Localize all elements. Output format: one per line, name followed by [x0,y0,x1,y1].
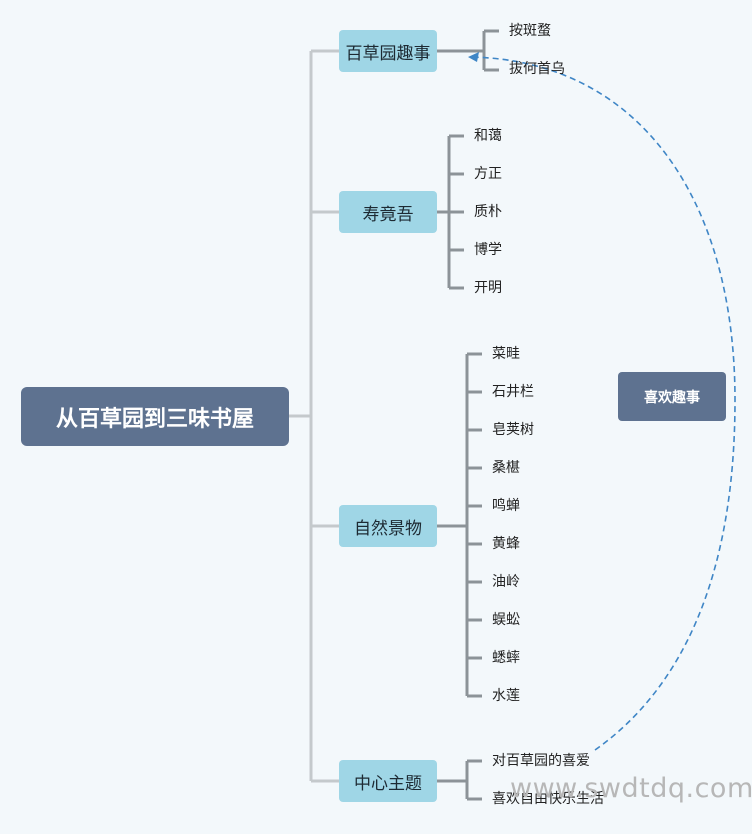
relationship-arrowhead [468,52,479,62]
leaf-topic[interactable]: 博学 [474,242,502,258]
leaf-topic[interactable]: 蟋蟀 [492,650,520,666]
leaf-topic[interactable]: 油岭 [492,574,520,590]
leaf-topic[interactable]: 方正 [474,166,502,182]
leaf-topic[interactable]: 拔何首乌 [509,61,565,77]
branch-4-connector [429,759,482,801]
leaf-topic[interactable]: 和蔼 [474,128,502,144]
branch-1-connector [437,29,499,72]
leaf-topic[interactable]: 菜畦 [492,346,520,362]
relationship-arc [469,56,736,751]
branch-topic-3[interactable]: 自然景物 [339,505,437,547]
leaf-topic[interactable]: 桑椹 [492,460,520,476]
relationship-label[interactable]: 喜欢趣事 [618,372,726,421]
branch-topic-1[interactable]: 百草园趣事 [339,30,437,72]
leaf-topic[interactable]: 按斑蝥 [509,23,551,39]
leaf-topic[interactable]: 鸣蝉 [492,498,520,514]
leaf-topic[interactable]: 水莲 [492,688,520,704]
leaf-topic[interactable]: 开明 [474,280,502,296]
leaf-topic[interactable]: 质朴 [474,204,502,220]
branch-topic-4[interactable]: 中心主题 [339,760,437,802]
leaf-topic[interactable]: 黄蜂 [492,536,520,552]
branch-3-connector [419,352,482,698]
leaf-topic[interactable]: 喜欢自由快乐生活 [492,791,604,807]
root-topic[interactable]: 从百草园到三味书屋 [21,387,289,446]
leaf-topic[interactable]: 对百草园的喜爱 [492,753,590,769]
branch-topic-2[interactable]: 寿竟吾 [339,191,437,233]
leaf-topic[interactable]: 蜈蚣 [492,612,520,628]
leaf-topic[interactable]: 石井栏 [492,384,534,400]
leaf-topic[interactable]: 皂荚树 [492,422,534,438]
watermark: www.swdtdq.com [510,773,752,804]
